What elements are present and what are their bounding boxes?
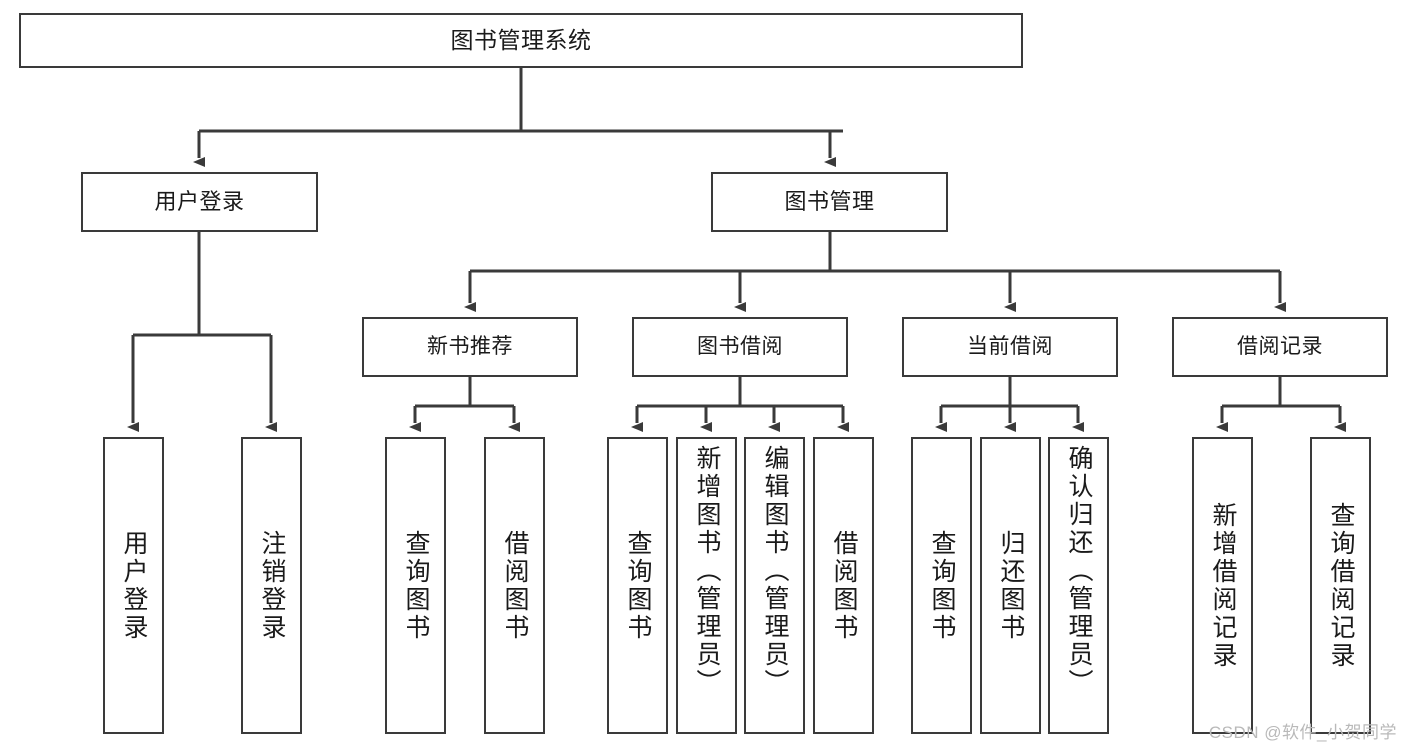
node-leaf-query-record[interactable]: 查询借阅记录 (1310, 437, 1371, 734)
node-leaf-borrow-book-1-label: 借阅图书 (501, 529, 529, 642)
node-book-manage-label: 图书管理 (784, 189, 875, 215)
node-new-book-rec-label: 新书推荐 (427, 334, 513, 358)
node-current-borrow[interactable]: 当前借阅 (902, 317, 1118, 377)
node-leaf-borrow-book-2[interactable]: 借阅图书 (813, 437, 874, 734)
node-borrow-record[interactable]: 借阅记录 (1172, 317, 1388, 377)
node-leaf-add-book-label: 新增图书（管理员） (693, 445, 721, 697)
node-book-manage[interactable]: 图书管理 (711, 172, 948, 232)
node-leaf-user-login[interactable]: 用户登录 (103, 437, 164, 734)
node-leaf-user-logout-label: 注销登录 (258, 529, 286, 642)
node-leaf-confirm-return-label: 确认归还（管理员） (1065, 445, 1093, 697)
node-leaf-borrow-book-1[interactable]: 借阅图书 (484, 437, 545, 734)
node-leaf-add-book[interactable]: 新增图书（管理员） (676, 437, 737, 734)
node-user-login-label: 用户登录 (154, 189, 245, 215)
node-leaf-edit-book-label: 编辑图书（管理员） (761, 445, 789, 697)
node-leaf-query-book-3-label: 查询图书 (928, 529, 956, 642)
watermark: CSDN @软件_小贺同学 (1208, 723, 1397, 742)
node-leaf-add-record-label: 新增借阅记录 (1209, 501, 1237, 670)
node-leaf-query-book-2-label: 查询图书 (624, 529, 652, 642)
node-root-label: 图书管理系统 (450, 27, 592, 54)
node-leaf-query-book-3[interactable]: 查询图书 (911, 437, 972, 734)
node-leaf-user-logout[interactable]: 注销登录 (241, 437, 302, 734)
node-leaf-query-book-1[interactable]: 查询图书 (385, 437, 446, 734)
node-root[interactable]: 图书管理系统 (19, 13, 1023, 68)
node-leaf-query-book-2[interactable]: 查询图书 (607, 437, 668, 734)
node-leaf-add-record[interactable]: 新增借阅记录 (1192, 437, 1253, 734)
node-leaf-return-book[interactable]: 归还图书 (980, 437, 1041, 734)
node-leaf-borrow-book-2-label: 借阅图书 (830, 529, 858, 642)
node-leaf-return-book-label: 归还图书 (997, 529, 1025, 642)
node-borrow-record-label: 借阅记录 (1237, 334, 1323, 358)
node-leaf-user-login-label: 用户登录 (120, 529, 148, 642)
node-current-borrow-label: 当前借阅 (967, 334, 1053, 358)
node-book-borrow-label: 图书借阅 (697, 334, 783, 358)
node-leaf-query-record-label: 查询借阅记录 (1327, 501, 1355, 670)
node-book-borrow[interactable]: 图书借阅 (632, 317, 848, 377)
node-leaf-confirm-return[interactable]: 确认归还（管理员） (1048, 437, 1109, 734)
node-user-login[interactable]: 用户登录 (81, 172, 318, 232)
node-leaf-edit-book[interactable]: 编辑图书（管理员） (744, 437, 805, 734)
node-leaf-query-book-1-label: 查询图书 (402, 529, 430, 642)
node-new-book-rec[interactable]: 新书推荐 (362, 317, 578, 377)
